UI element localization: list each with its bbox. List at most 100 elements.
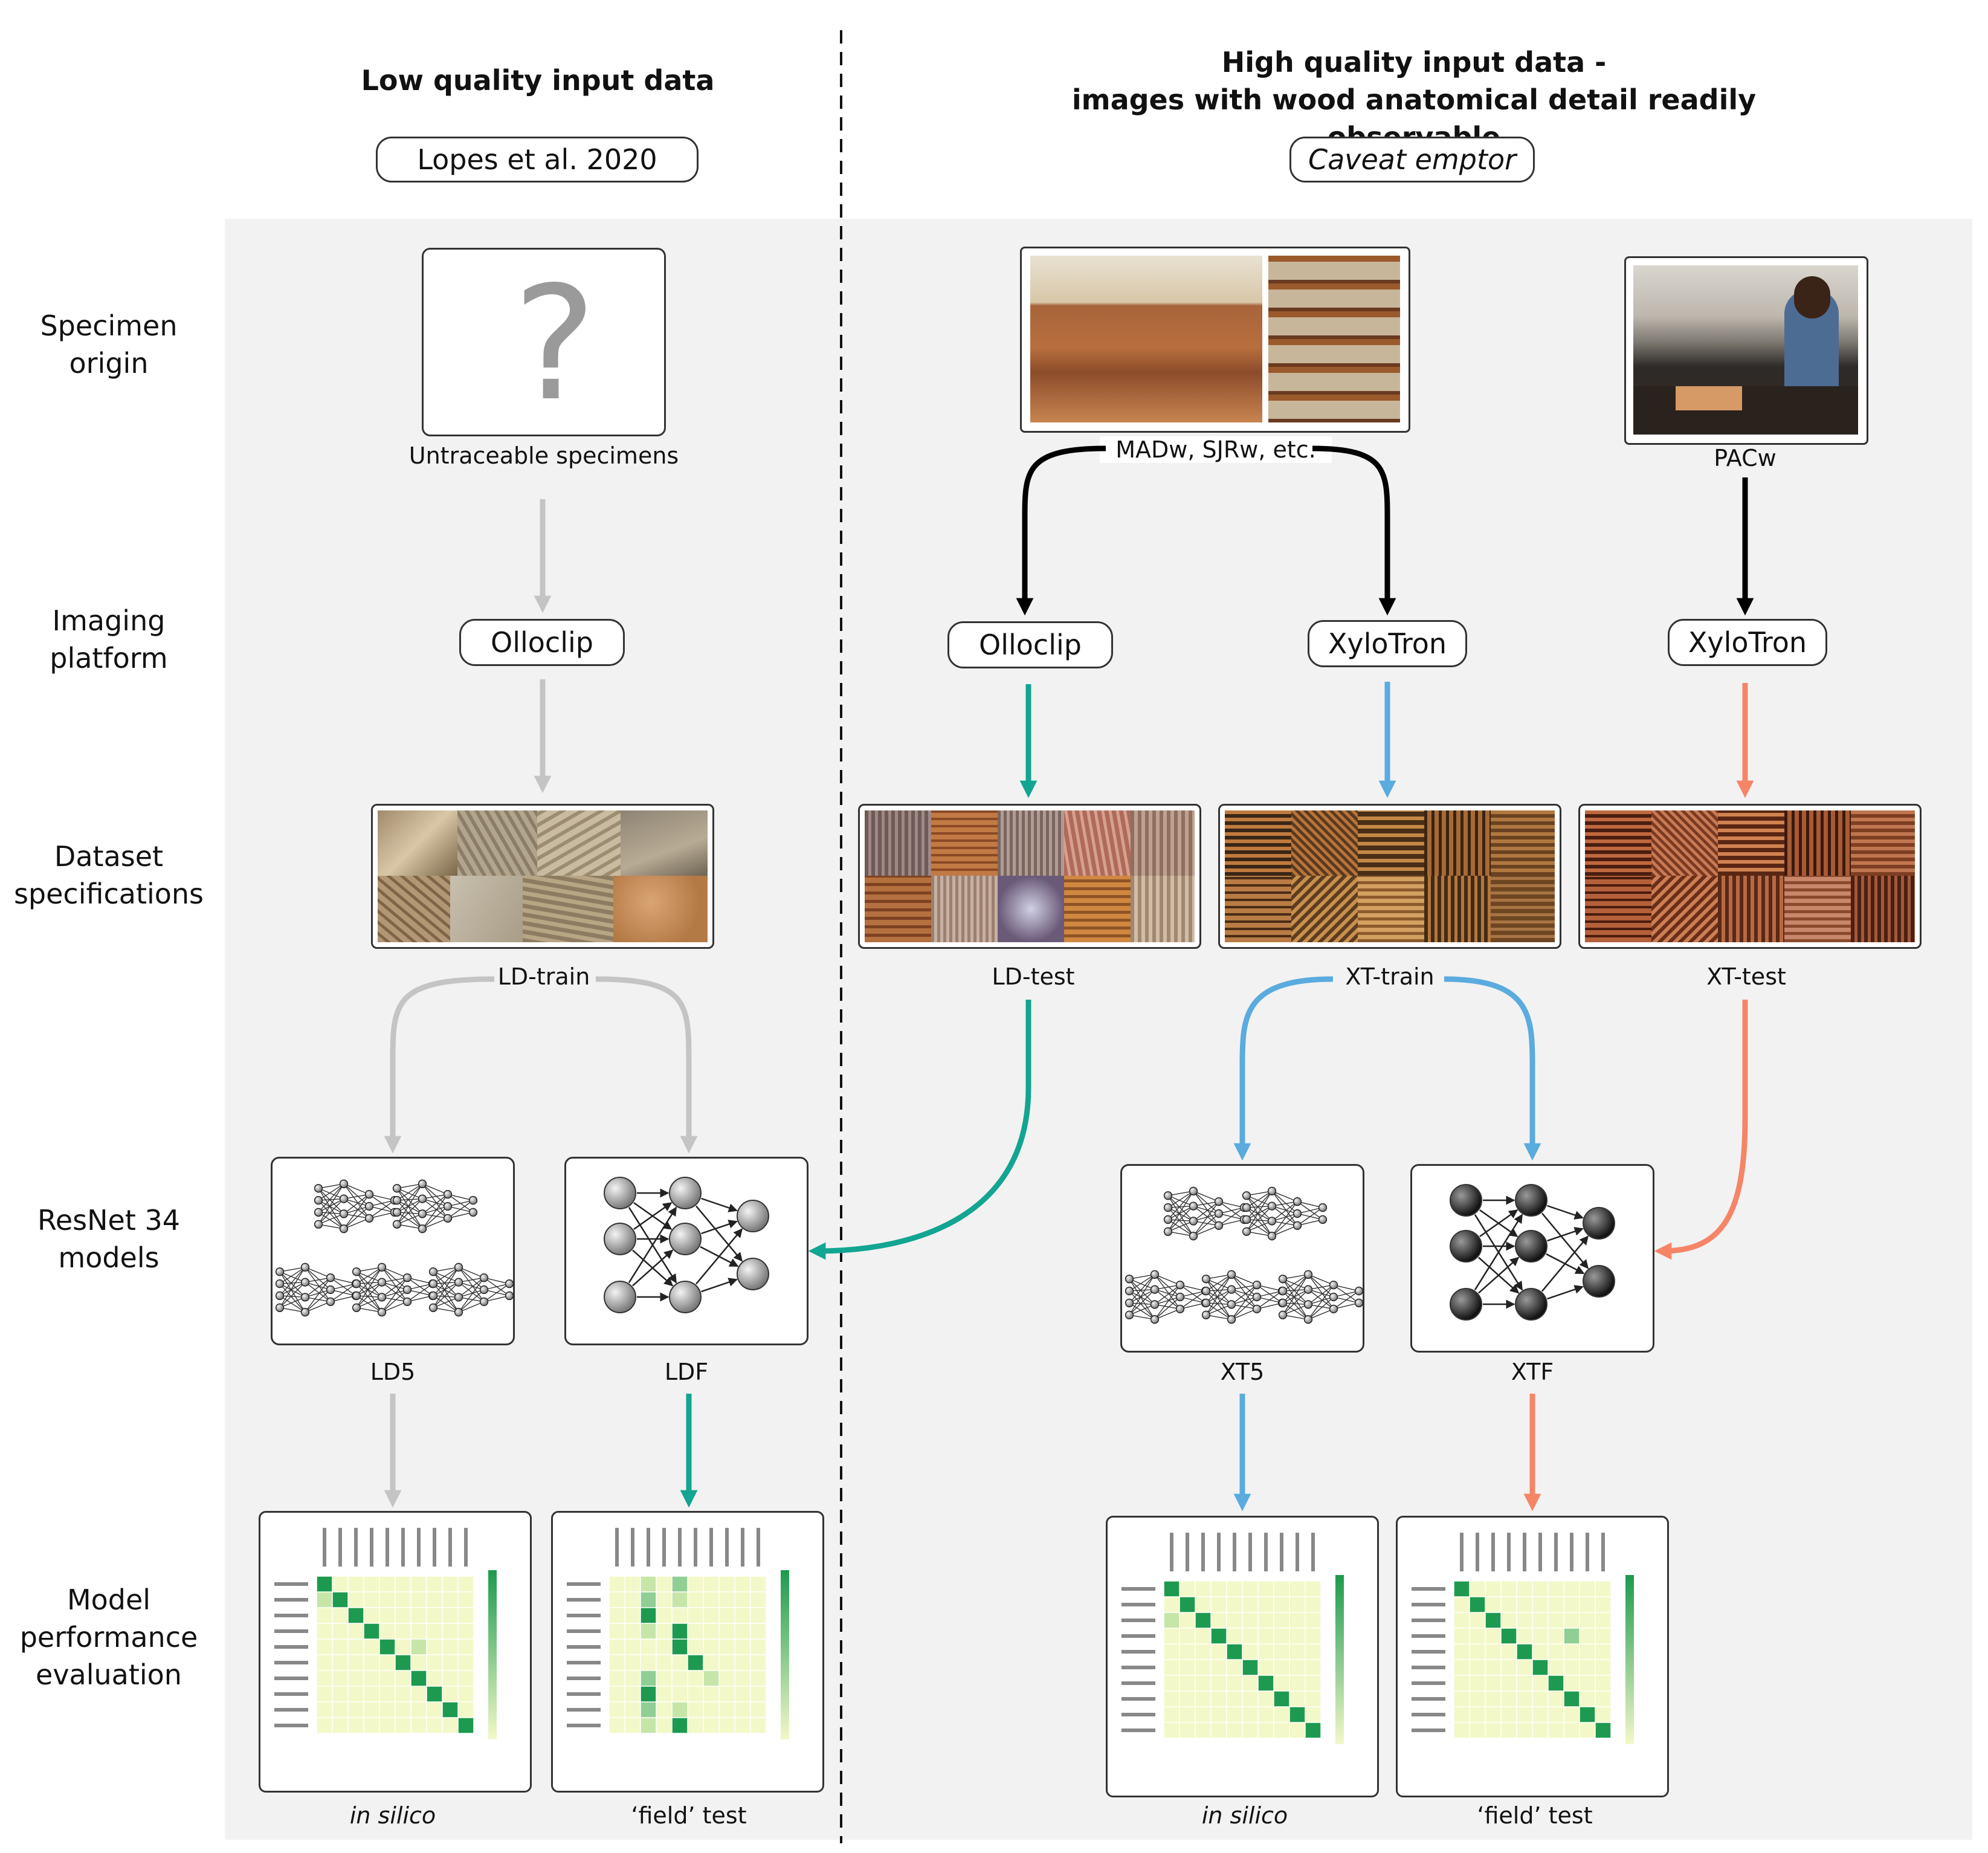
network-edge: [356, 1282, 382, 1308]
mosaic-tile: [1358, 810, 1424, 876]
matrix-col-tick-label: [1523, 1533, 1526, 1571]
network-edge: [330, 1277, 357, 1284]
matrix-cell: [641, 1608, 656, 1623]
network-edge: [1205, 1289, 1232, 1316]
matrix-cell: [411, 1639, 427, 1655]
network-node: [468, 1195, 478, 1205]
xt5-networks: [1125, 1186, 1364, 1324]
network-edge: [1129, 1289, 1155, 1316]
mosaic-tile: [865, 810, 931, 876]
network-edge: [1129, 1274, 1155, 1304]
network-edge: [318, 1188, 344, 1200]
network-edge: [396, 1188, 423, 1214]
matrix-col-tick-label: [1170, 1533, 1173, 1571]
network-edge: [447, 1212, 474, 1219]
row-label-line: Model: [66, 1583, 151, 1616]
network-node: [1450, 1230, 1482, 1263]
network-node: [1293, 1197, 1302, 1206]
matrix-col-tick-label: [1554, 1533, 1558, 1571]
network-node: [1252, 1281, 1262, 1290]
network-edge: [433, 1295, 459, 1313]
network-node: [737, 1200, 769, 1232]
network-edge: [433, 1271, 459, 1298]
network-node: [418, 1224, 427, 1234]
mosaic-tile: [537, 810, 621, 876]
mosaic-tile: [1064, 810, 1131, 876]
network-edge: [1271, 1191, 1298, 1226]
matrix-col-tick-label: [1476, 1533, 1479, 1571]
network-node: [1175, 1281, 1185, 1290]
network-edge: [701, 1220, 738, 1235]
network-node: [326, 1285, 335, 1295]
matrix-col-tick-label: [1248, 1533, 1252, 1571]
network-edge: [1282, 1278, 1309, 1305]
network-edge: [1167, 1191, 1194, 1208]
matrix-col-tick-label: [1570, 1533, 1573, 1571]
arrow-collections-to-xylotron: [1312, 445, 1396, 616]
network-edge: [1180, 1290, 1206, 1310]
network-edge: [1541, 1235, 1589, 1292]
matrix-col-tick-label: [1280, 1533, 1283, 1571]
ldf-network: [604, 1177, 769, 1313]
network-edge: [1154, 1274, 1181, 1310]
caveat-emptor-tag: Caveat emptor: [1289, 137, 1535, 183]
matrix-col-tick-label: [725, 1528, 729, 1567]
network-edge: [1231, 1274, 1257, 1285]
network-node: [669, 1223, 702, 1255]
network-edge: [1154, 1274, 1181, 1298]
network-edge: [1218, 1207, 1245, 1214]
network-edge: [279, 1295, 306, 1313]
row-label-line: evaluation: [36, 1658, 182, 1691]
network-edge: [1246, 1207, 1273, 1237]
matrix-col-tick-label: [757, 1528, 760, 1567]
network-node: [402, 1273, 412, 1282]
network-edge: [433, 1296, 459, 1308]
network-edge: [1205, 1302, 1232, 1320]
mosaic-tile: [450, 876, 523, 942]
network-edge: [1271, 1201, 1298, 1237]
network-edge: [422, 1218, 448, 1229]
network-node: [1329, 1304, 1338, 1313]
network-node: [1583, 1207, 1615, 1240]
network-edge: [356, 1271, 382, 1313]
network-edge: [1282, 1289, 1309, 1316]
network-edge: [1271, 1213, 1298, 1222]
matrix-col-tick-label: [370, 1528, 373, 1567]
matrix-cell: [1470, 1597, 1485, 1612]
network-edge: [1479, 1209, 1518, 1237]
network-edge: [433, 1271, 459, 1283]
network-node: [454, 1263, 463, 1272]
row-label-line: specifications: [13, 878, 204, 910]
network-node: [418, 1179, 427, 1188]
network-node: [443, 1190, 453, 1199]
mosaic-tile: [378, 876, 450, 942]
matrix-row-tick-label: [1412, 1681, 1445, 1685]
network-edge: [1205, 1278, 1232, 1320]
matrix-row-tick-label: [1412, 1634, 1445, 1638]
matrix-cell: [1517, 1644, 1532, 1660]
network-node: [604, 1281, 636, 1313]
network-edge: [1271, 1191, 1298, 1202]
right-header-line1: High quality input data -: [1221, 46, 1607, 79]
network-edge: [381, 1282, 408, 1302]
network-node: [1450, 1184, 1482, 1217]
network-node: [1242, 1227, 1251, 1236]
mosaic-tile: [1718, 810, 1784, 876]
network-edge: [1297, 1207, 1323, 1214]
network-node: [1201, 1275, 1211, 1284]
network-edge: [433, 1283, 459, 1313]
network-edge: [356, 1271, 382, 1298]
matrix-cell: [1180, 1597, 1195, 1612]
row-label-line: platform: [50, 642, 168, 674]
olloclip-platform-left: Olloclip: [459, 619, 625, 666]
matrix-cell: [1580, 1707, 1595, 1722]
mosaic-tile: [998, 876, 1064, 942]
matrix-col-tick-label: [741, 1528, 744, 1567]
small-network-graph: [352, 1263, 437, 1317]
network-edge: [1308, 1308, 1334, 1320]
network-edge: [1282, 1274, 1309, 1292]
matrix-col-tick-label: [448, 1528, 452, 1567]
matrix-cell: [641, 1718, 656, 1733]
matrix-col-tick-label: [354, 1528, 358, 1567]
network-edge: [381, 1277, 408, 1313]
